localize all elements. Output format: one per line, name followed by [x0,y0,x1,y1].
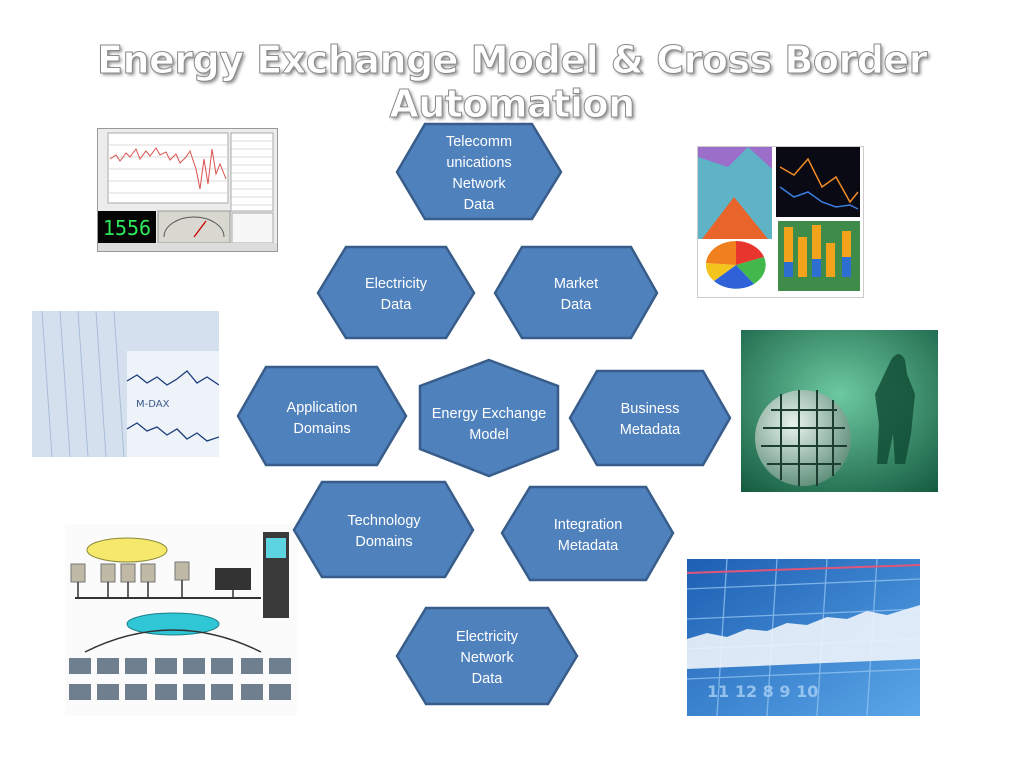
chart-collage-graphic [698,147,860,291]
hex-telecom-line-3: Network [452,176,506,192]
control-center-architecture-image [65,524,297,716]
hex-business-line-1: Business [621,401,680,417]
financial-chart-graphic: 11 12 8 9 10 [687,559,920,716]
hex-technology-line-2: Domains [355,534,412,550]
globe-business-graphic [741,330,938,492]
hex-electricity-line-1: Electricity [365,276,428,292]
trading-screen-graphic: 1556 [98,129,277,251]
stock-listing-image: M-DAX [32,311,219,457]
hex-technology-line-1: Technology [347,513,421,529]
hex-application-line-2: Domains [293,421,350,437]
control-center-architecture-graphic [65,524,297,716]
hex-telecom-line-4: Data [464,197,496,213]
hex-integration-line-2: Metadata [558,538,619,554]
hex-application-domains[interactable]: Application Domains [236,365,408,467]
chart-collage-image [697,146,864,298]
hex-integration-metadata[interactable]: Integration Metadata [500,485,675,582]
globe-business-image [741,330,938,492]
hex-center-line-1: Energy Exchange [432,406,546,422]
hex-electricity-network-line-1: Electricity [456,629,519,645]
hex-application-line-1: Application [287,400,358,416]
hex-market-data[interactable]: Market Data [493,245,659,340]
hex-electricity-data[interactable]: Electricity Data [316,245,476,340]
svg-text:M-DAX: M-DAX [136,399,170,410]
financial-chart-image: 11 12 8 9 10 [687,559,920,716]
hex-telecom-line-1: Telecomm [446,134,512,150]
stock-listing-graphic: M-DAX [32,311,219,457]
hex-technology-domains[interactable]: Technology Domains [292,480,475,579]
hex-market-line-1: Market [554,276,598,292]
slide-title: Energy Exchange Model & Cross Border Aut… [97,38,928,127]
hex-telecom-line-2: unications [446,155,511,171]
svg-text:11 12 8 9 10: 11 12 8 9 10 [707,682,818,701]
hex-electricity-network-line-3: Data [472,671,504,687]
hex-center-line-2: Model [469,427,509,443]
hex-business-line-2: Metadata [620,422,681,438]
trading-counter: 1556 [103,216,151,240]
trading-screen-image: 1556 [97,128,278,252]
hex-market-line-2: Data [561,297,593,313]
hex-business-metadata[interactable]: Business Metadata [568,369,732,467]
hex-telecom-network-data[interactable]: Telecomm unications Network Data [395,122,563,221]
hex-integration-line-1: Integration [554,517,623,533]
hex-electricity-network-line-2: Network [460,650,514,666]
hex-energy-exchange-model[interactable]: Energy Exchange Model [418,358,560,478]
hex-electricity-network-data[interactable]: Electricity Network Data [395,606,579,706]
hex-electricity-line-2: Data [381,297,413,313]
